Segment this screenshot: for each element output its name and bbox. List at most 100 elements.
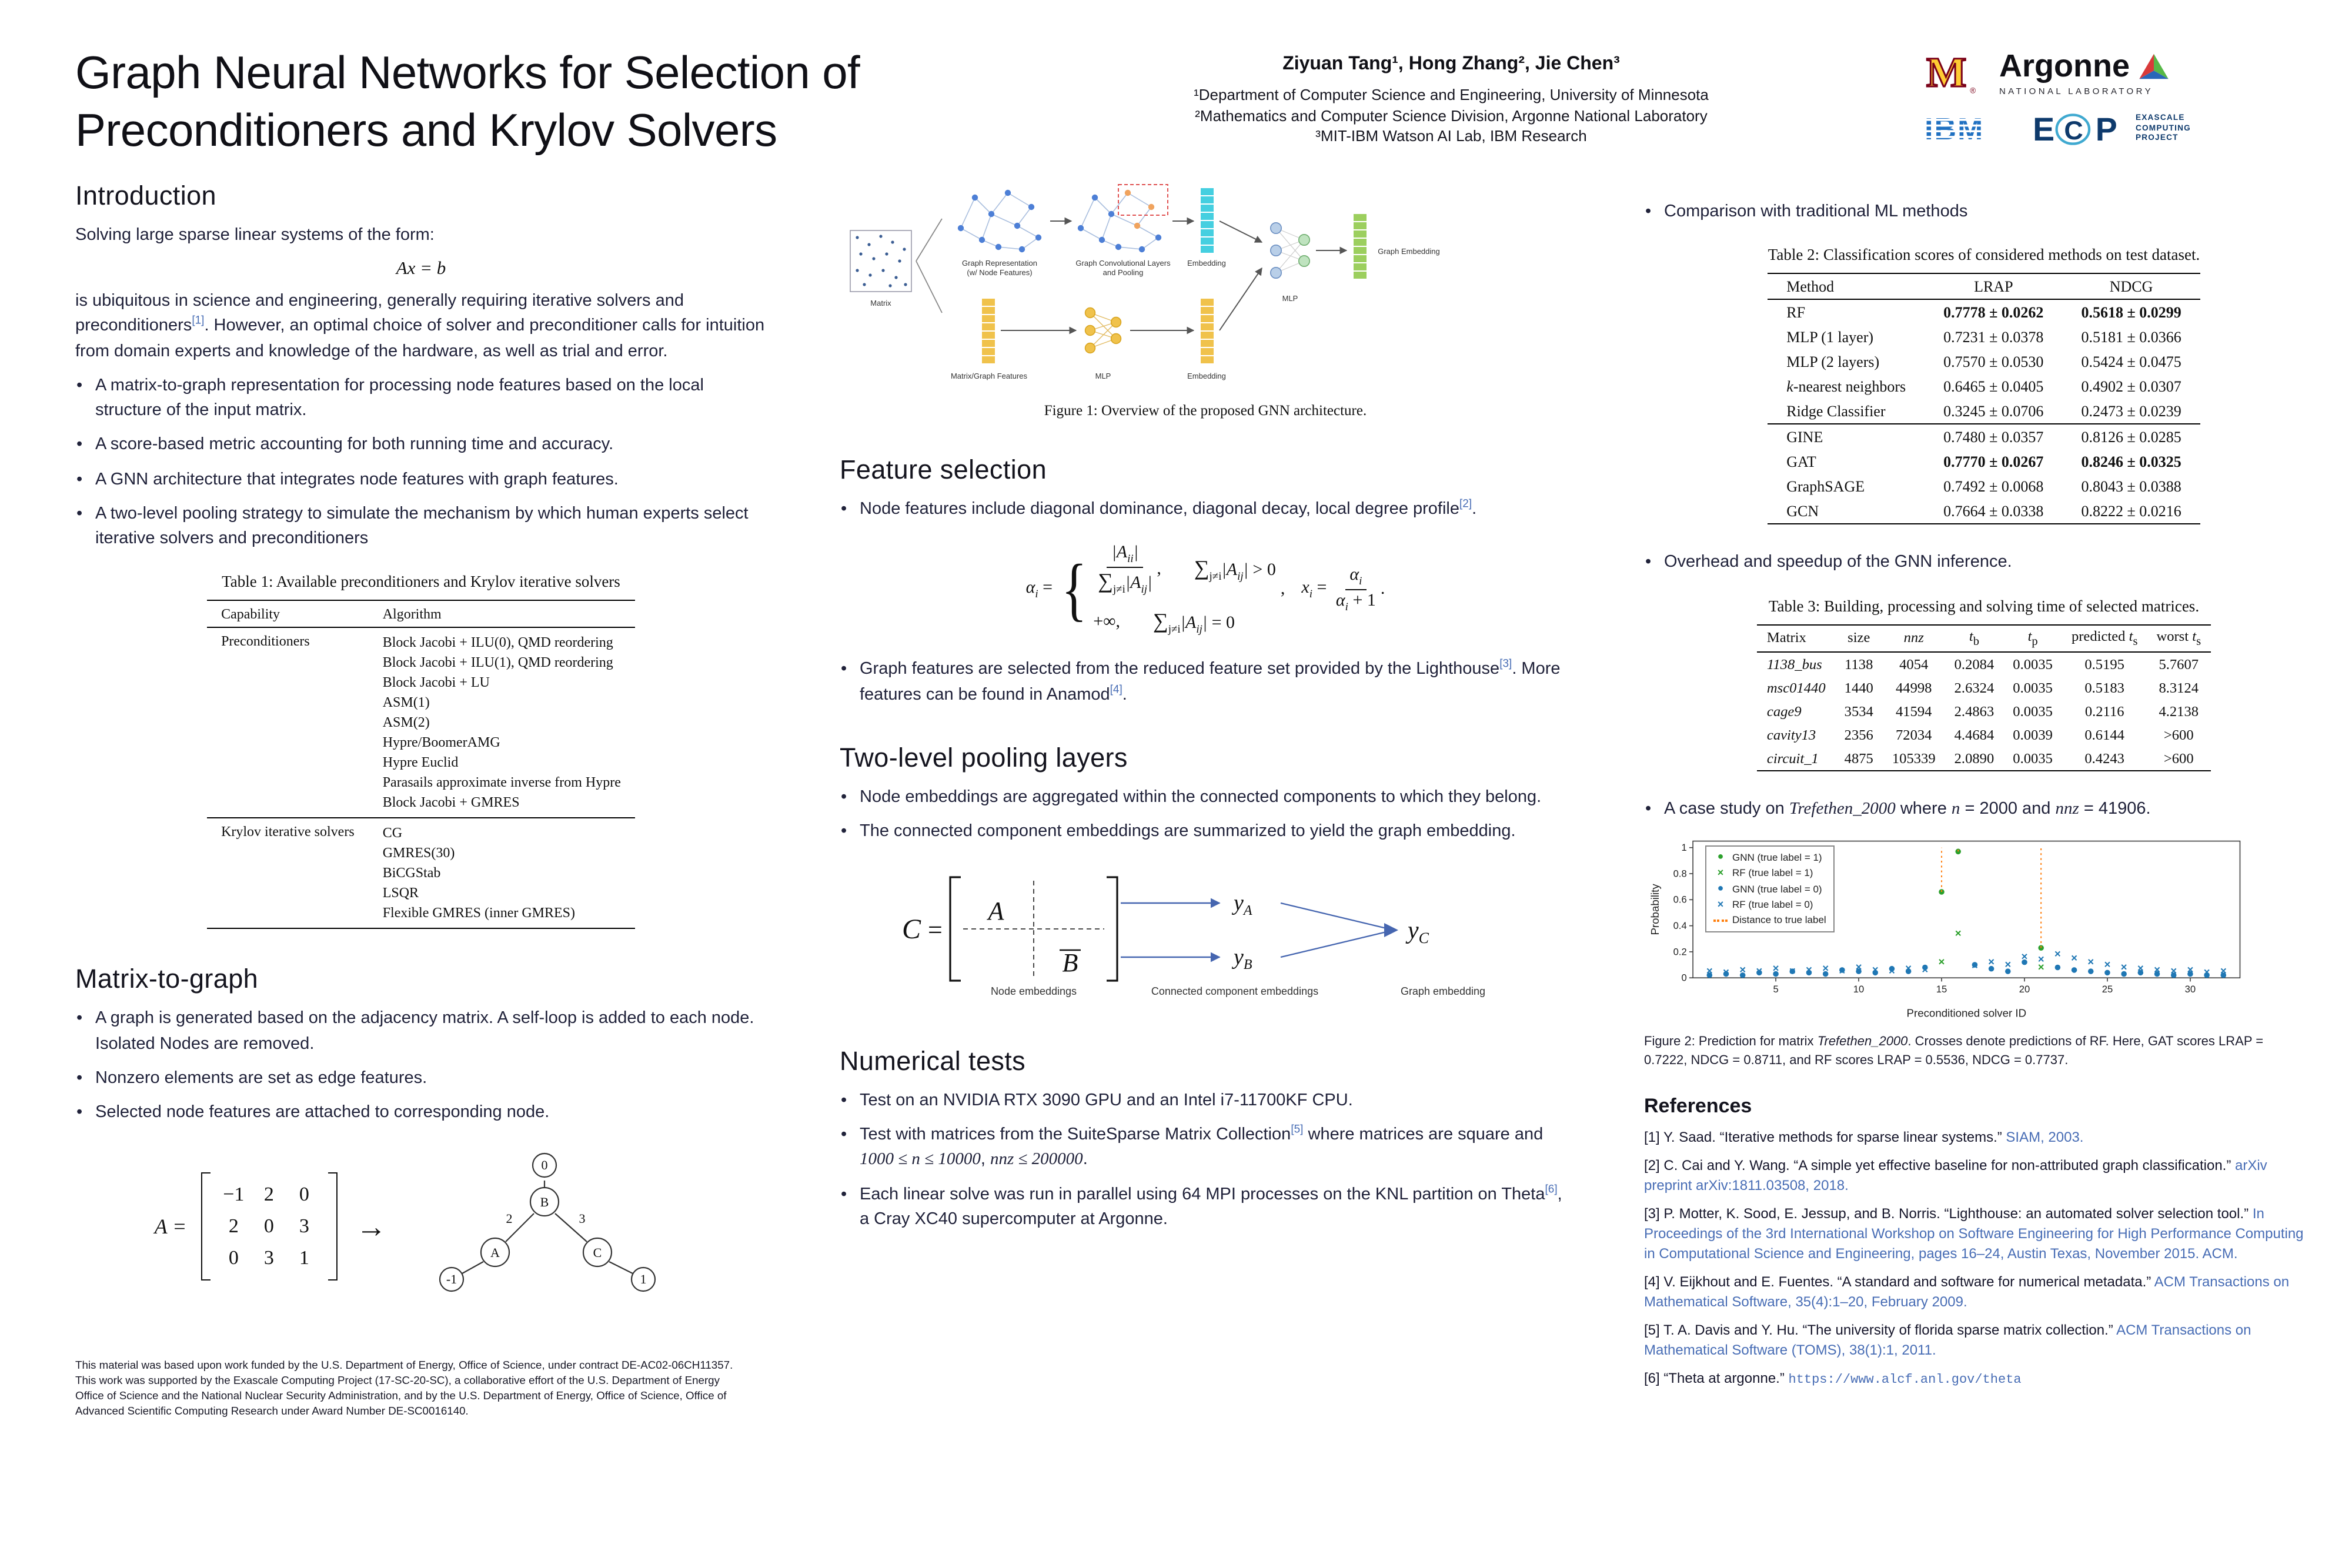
- references-list: [1] Y. Saad. “Iterative methods for spar…: [1644, 1128, 2310, 1391]
- section-heading-references: References: [1644, 1095, 1752, 1118]
- svg-text:Graph embedding: Graph embedding: [1401, 985, 1485, 997]
- table-cell: 0.5183: [2084, 679, 2124, 696]
- x-tick-label: 25: [2102, 984, 2113, 995]
- column-header: tb: [1945, 624, 2004, 653]
- x-axis-label: Preconditioned solver ID: [1907, 1007, 2027, 1019]
- node-a: A: [490, 1245, 499, 1260]
- data-point: ×: [2137, 962, 2144, 974]
- svg-text:Connected component embeddings: Connected component embeddings: [1151, 985, 1318, 997]
- data-point: ×: [1773, 962, 1779, 974]
- equation-axb: Ax = b: [396, 258, 446, 279]
- data-point: ×: [2187, 964, 2193, 976]
- data-point: [2187, 971, 2193, 977]
- data-point: ×: [2154, 964, 2160, 976]
- svg-text:MLP: MLP: [1095, 372, 1111, 381]
- table-cell: >600: [2147, 747, 2211, 772]
- intro-paragraph-1: Solving large sparse linear systems of t…: [75, 226, 435, 245]
- section-heading-numerical-tests: Numerical tests: [840, 1047, 1026, 1076]
- data-point: ×: [2204, 966, 2210, 978]
- feature-formula: αi = { |Aii| ∑j≠i|Aij| , ∑j≠i|Aij| > 0 +…: [1025, 543, 1385, 637]
- legend-marker: [1713, 919, 1728, 922]
- data-point: [1889, 966, 1895, 972]
- features-bar: [982, 299, 995, 364]
- argonne-triangle-icon: [2139, 53, 2169, 79]
- data-point: ×: [2004, 958, 2011, 971]
- table-cell: 0.5181 ± 0.0366: [2081, 327, 2181, 346]
- title-line-1: Graph Neural Networks for Selection of: [75, 48, 860, 99]
- argonne-logo: Argonne NATIONAL LABORATORY: [1999, 48, 2170, 96]
- edge-label-2: 2: [506, 1211, 512, 1226]
- matrix-label: A =: [154, 1214, 187, 1238]
- bullet-item: Nonzero elements are set as edge feature…: [75, 1066, 767, 1092]
- argonne-sublabel: NATIONAL LABORATORY: [1999, 85, 2153, 96]
- intro-bullets: A matrix-to-graph representation for pro…: [75, 374, 767, 551]
- data-point: [1988, 966, 1994, 972]
- column-header: worst ts: [2147, 624, 2211, 653]
- poster-body: Introduction Solving large sparse linear…: [0, 168, 2352, 1419]
- table-cell: 4.4684: [1954, 726, 1994, 743]
- ecp-mark-icon: E C P: [2033, 111, 2117, 148]
- graph-conv-layers: Graph Convolutional Layers and Pooling: [1075, 184, 1171, 278]
- bullet-item: A score-based metric accounting for both…: [75, 433, 767, 459]
- logos: M ® Argonne NATIONAL LABORATORY: [1922, 45, 2310, 148]
- table-cell: Krylov iterative solvers: [207, 817, 369, 930]
- data-point: [2154, 971, 2160, 977]
- data-point: [1706, 972, 1713, 978]
- citation-4: [4]: [1110, 683, 1122, 696]
- citation-1: [1]: [192, 314, 205, 327]
- table-cell: msc01440: [1766, 679, 1826, 696]
- svg-text:B: B: [1063, 948, 1078, 977]
- data-point: ×: [2170, 965, 2177, 977]
- bullet-item: Test on an NVIDIA RTX 3090 GPU and an In…: [840, 1089, 1571, 1114]
- data-point: [2071, 967, 2077, 974]
- table-cell: Preconditioners: [221, 633, 310, 649]
- table-cell: 72034: [1895, 726, 1932, 743]
- edge-label-3: 3: [579, 1211, 585, 1226]
- bullet-item: Node embeddings are aggregated within th…: [840, 785, 1571, 810]
- column-header: tp: [2003, 624, 2062, 653]
- arrow-right-icon: →: [356, 1208, 387, 1244]
- pooling-figure: C = A B yA yB yC Node embeddings Connect…: [902, 876, 1485, 997]
- svg-text:Embedding: Embedding: [1187, 259, 1226, 268]
- reference-item: [3] P. Motter, K. Sood, E. Jessup, and B…: [1644, 1205, 2304, 1262]
- figure1-caption: Figure 1: Overview of the proposed GNN a…: [1044, 402, 1367, 419]
- fig2-legend: ●GNN (true label = 1) ×RF (true label = …: [1705, 845, 1835, 932]
- bullet-item: Test with matrices from the SuiteSparse …: [840, 1123, 1571, 1173]
- data-point: [1822, 971, 1829, 977]
- section-heading-matrix-to-graph: Matrix-to-graph: [75, 964, 259, 994]
- node-value-minus1: -1: [446, 1272, 456, 1286]
- table1-caption: Table 1: Available preconditioners and K…: [222, 573, 620, 590]
- matrix-graph-drawing: 0 B A C -1 1 2 3: [439, 1153, 656, 1292]
- svg-text:and Pooling: and Pooling: [1103, 269, 1144, 278]
- legend-item: ●GNN (true label = 0): [1713, 881, 1826, 897]
- reference-item: [6] “Theta at argonne.” https://www.alcf…: [1644, 1370, 2022, 1388]
- svg-text:C: C: [2064, 116, 2083, 145]
- argonne-wordmark: Argonne: [1999, 48, 2130, 83]
- table-cell: 0.7480 ± 0.0357: [1925, 423, 2063, 450]
- table-cell: 3534: [1844, 703, 1873, 720]
- section-heading-pooling: Two-level pooling layers: [840, 743, 1128, 773]
- data-point: ×: [1706, 965, 1713, 977]
- data-point: [1905, 968, 1912, 975]
- data-point: ×: [1839, 965, 1845, 977]
- column-header: size: [1835, 624, 1883, 653]
- affiliation-1: ¹Department of Computer Science and Engi…: [1194, 86, 1709, 103]
- data-point: ×: [1988, 955, 1994, 968]
- data-point: [2121, 971, 2127, 977]
- middle-column: Matrix Graph Representation (w/ Node Fea…: [840, 175, 1571, 1242]
- data-point: [1723, 971, 1729, 977]
- y-tick-label: 1: [1681, 842, 1686, 853]
- cases-brace: {: [1061, 550, 1087, 628]
- svg-text:Graph Representation: Graph Representation: [962, 259, 1037, 268]
- table-cell: 41594: [1895, 703, 1932, 720]
- data-point: [1939, 889, 1945, 895]
